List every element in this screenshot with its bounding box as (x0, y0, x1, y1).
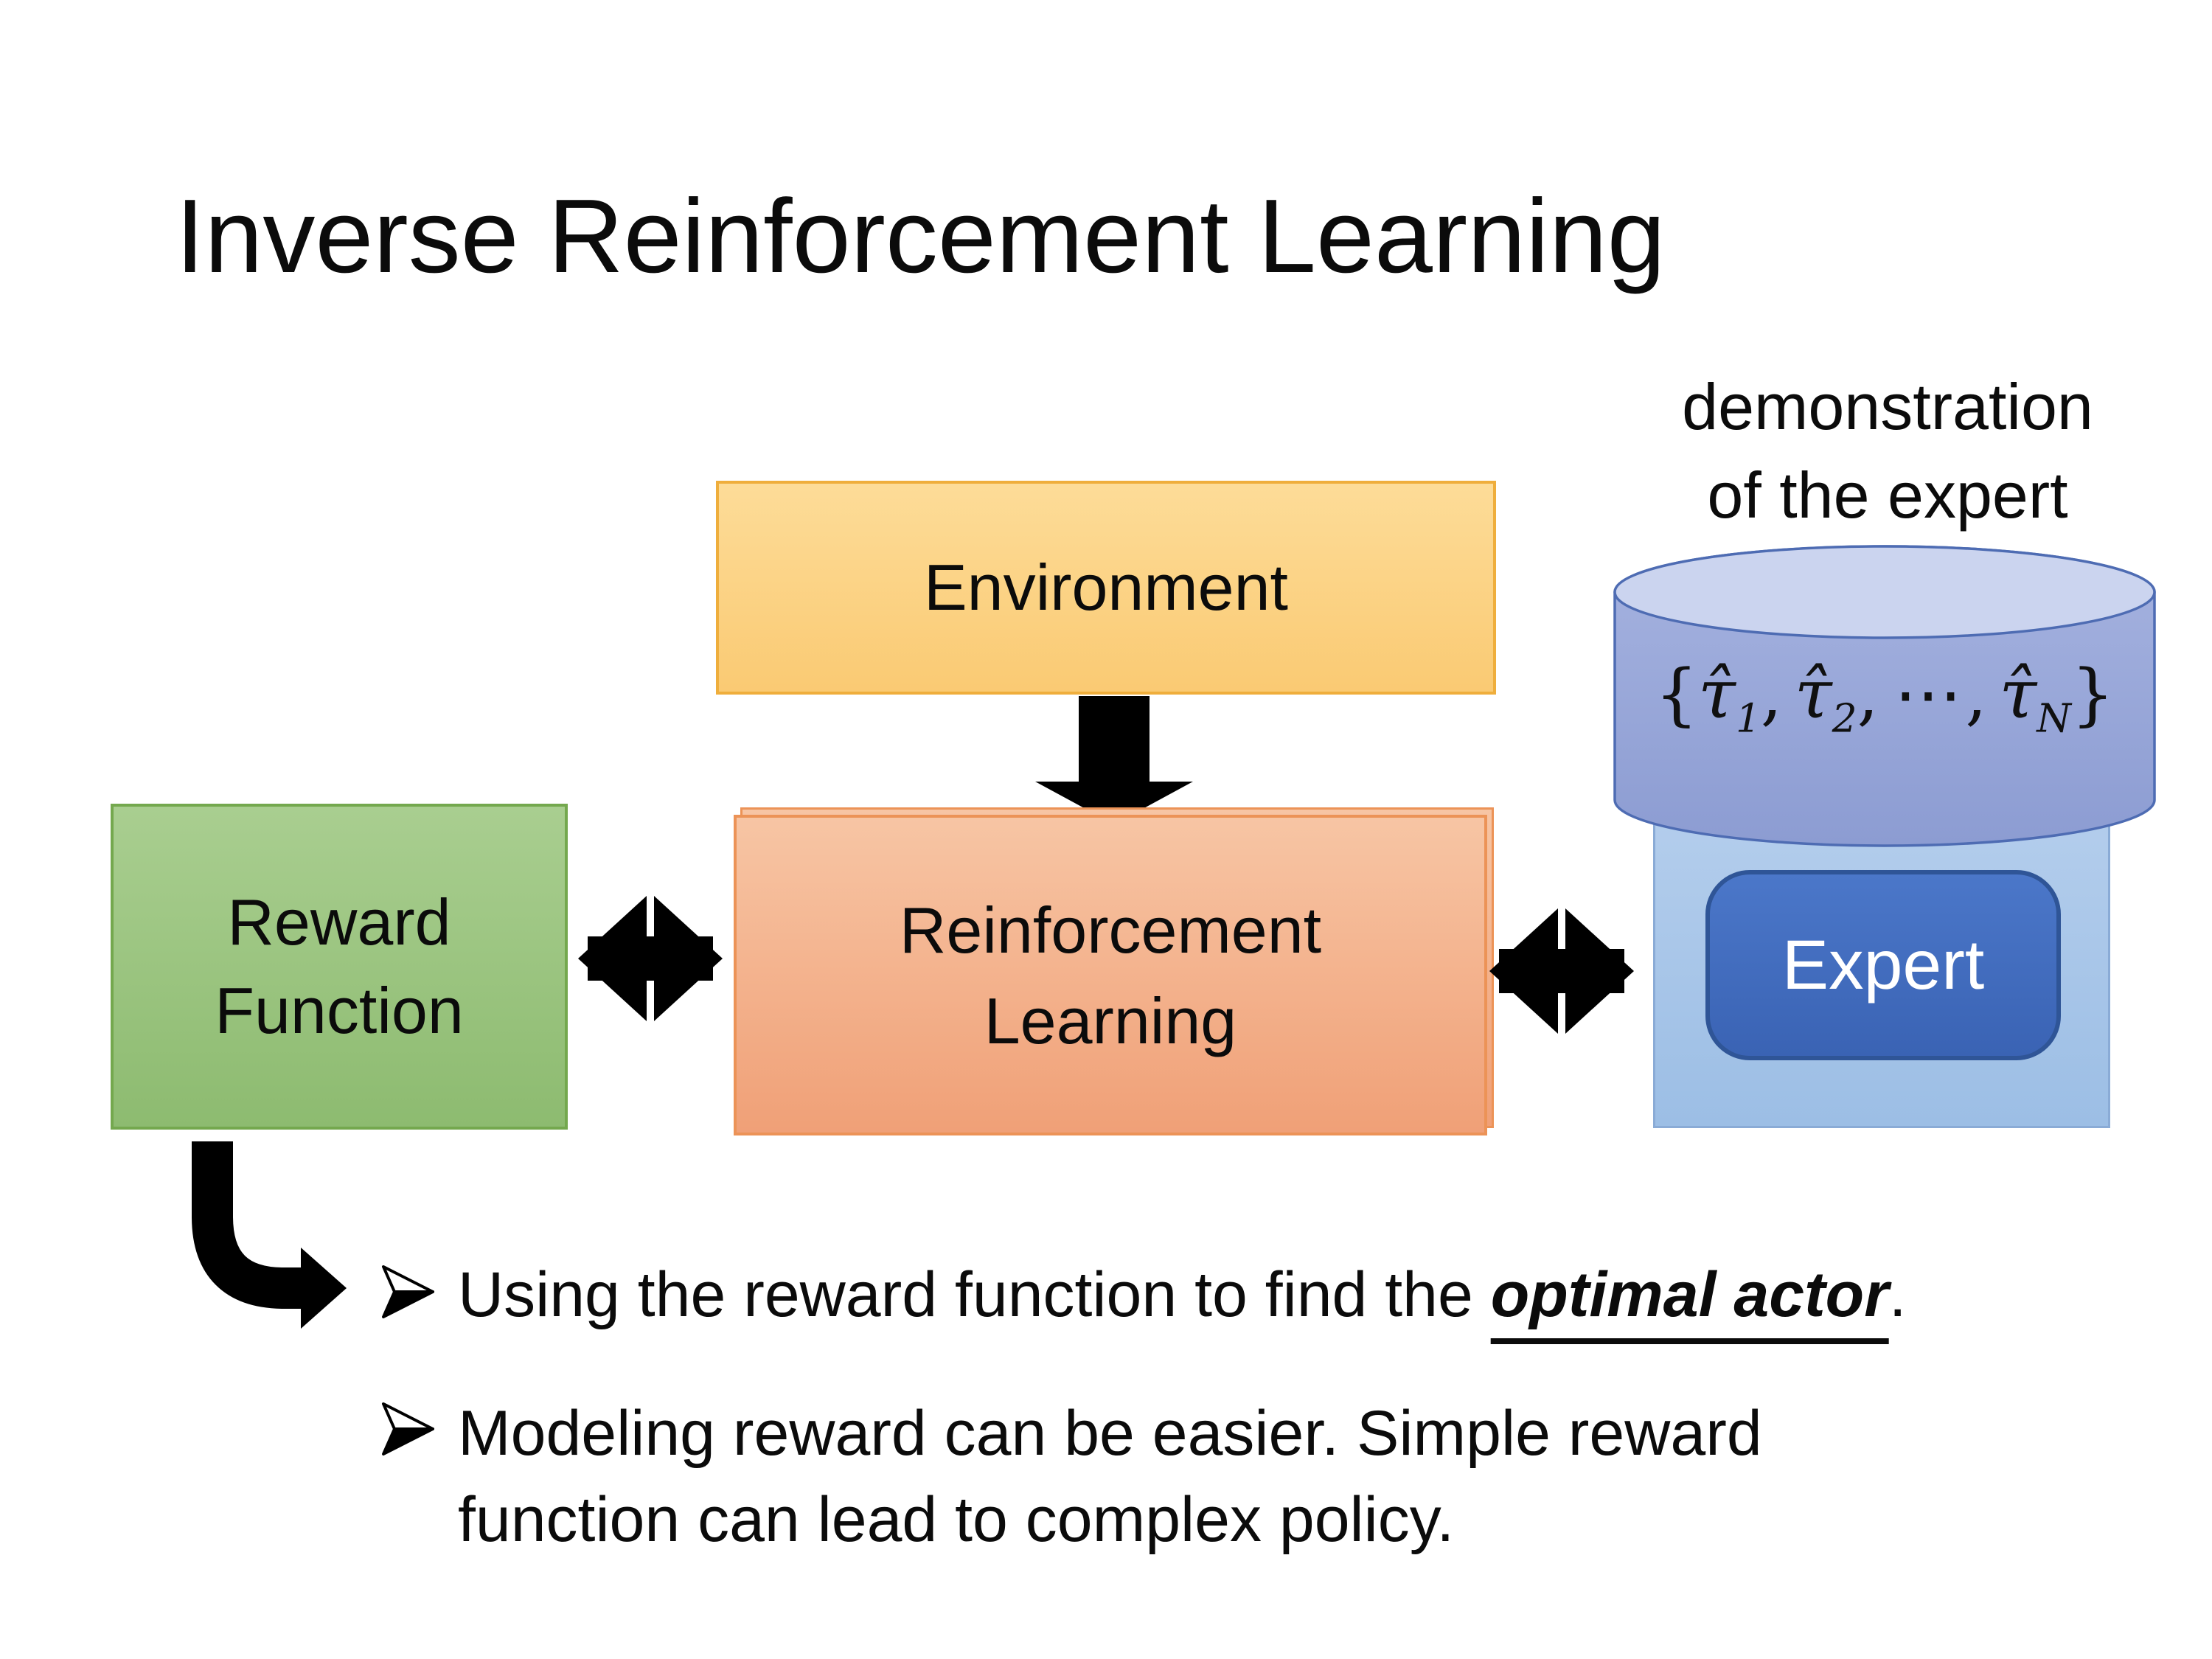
bullet-item-2: Modeling reward can be easier. Simple re… (380, 1391, 2149, 1563)
demonstration-database-icon (1613, 545, 2156, 847)
down-arrow-icon (1035, 696, 1193, 824)
expert-box: Expert (1705, 870, 2061, 1060)
bent-arrow-icon (192, 1141, 347, 1329)
page-title: Inverse Reinforcement Learning (175, 178, 1666, 295)
reinforcement-learning-label: Reinforcement Learning (900, 885, 1321, 1066)
subscript-N: N (2037, 695, 2071, 742)
bullet-arrow-icon (382, 1265, 434, 1318)
environment-box: Environment (716, 481, 1496, 695)
environment-label: Environment (923, 551, 1288, 624)
demonstration-caption-line1: demonstration (1682, 370, 2093, 443)
reward-function-label: Reward Function (215, 878, 464, 1055)
reinforcement-learning-box: Reinforcement Learning (734, 815, 1487, 1135)
exchange-arrow-icon (578, 896, 723, 1021)
bullet-1-period: . (1888, 1259, 1907, 1330)
bullet-1-text: Using the reward function to find the op… (458, 1253, 1907, 1336)
comma: , (1965, 655, 1987, 734)
demonstration-caption: demonstration of the expert (1593, 363, 2183, 540)
brace-close: } (2070, 655, 2115, 734)
subscript-1: 1 (1735, 695, 1761, 742)
bullet-1-emphasis: optimal actor (1490, 1259, 1889, 1330)
rl-label-line2: Learning (984, 984, 1237, 1057)
reward-label-line1: Reward (227, 886, 451, 959)
comma: , (1760, 655, 1783, 734)
trajectory-set-formula: {τ̂1,τ̂2,⋯,τ̂N} (1627, 655, 2143, 741)
bullet-2-text: Modeling reward can be easier. Simple re… (458, 1391, 1762, 1563)
bullet-2-line2: function can lead to complex policy. (458, 1484, 1455, 1555)
reward-label-line2: Function (215, 974, 464, 1047)
subscript-2: 2 (1832, 695, 1857, 742)
bullet-1-pre: Using the reward function to find the (458, 1259, 1491, 1330)
expert-label: Expert (1781, 925, 1985, 1004)
tau-hat-2: τ̂ (1794, 655, 1832, 734)
exchange-arrow-icon (1489, 908, 1634, 1034)
comma: , (1857, 655, 1879, 734)
bullet-2-line1: Modeling reward can be easier. Simple re… (458, 1398, 1762, 1469)
rl-label-line1: Reinforcement (899, 893, 1322, 967)
demonstration-caption-line2: of the expert (1707, 459, 2068, 532)
reward-function-box: Reward Function (111, 804, 568, 1130)
ellipsis: ⋯ (1893, 655, 1962, 734)
tau-hat-N: τ̂ (1999, 655, 2037, 734)
tau-hat-1: τ̂ (1698, 655, 1736, 734)
bullet-item-1: Using the reward function to find the op… (380, 1253, 2149, 1336)
brace-open: { (1655, 655, 1699, 734)
bullet-arrow-icon (382, 1402, 434, 1455)
